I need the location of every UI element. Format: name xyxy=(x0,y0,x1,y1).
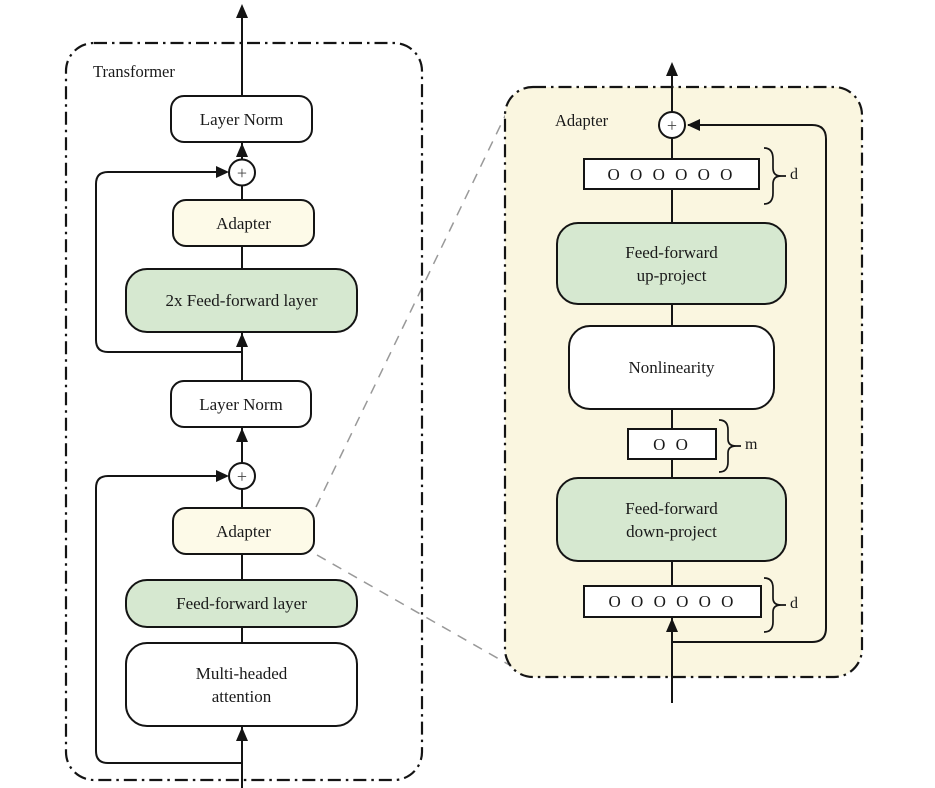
dim-d-top-label: d xyxy=(790,166,798,183)
multi-headed-attention-box: Multi-headed attention xyxy=(125,642,358,727)
nonlinearity-label: Nonlinearity xyxy=(628,358,715,377)
arrow-up-into-layer-norm-top xyxy=(236,143,248,157)
add-circle-icon xyxy=(228,158,256,187)
layer-norm-top-label: Layer Norm xyxy=(199,109,284,129)
add-circle-icon xyxy=(228,462,256,490)
arrow-up-output-left xyxy=(236,4,248,18)
arrow-up-into-ff2x xyxy=(236,333,248,347)
add-node-right: + xyxy=(658,111,686,139)
ff-2x-box: 2x Feed-forward layer xyxy=(125,268,358,333)
brace-d-bottom xyxy=(763,577,786,633)
layer-norm-mid-label: Layer Norm xyxy=(199,394,283,414)
add-circle-icon xyxy=(658,111,686,139)
plus-icon: + xyxy=(237,467,247,487)
arrow-up-into-layer-norm-mid xyxy=(236,428,248,442)
zoom-connector-lines xyxy=(315,113,521,672)
dim-d-bottom-label: d xyxy=(790,595,798,612)
adapter-mid-label: Adapter xyxy=(216,521,271,541)
left-residual-skips xyxy=(95,171,242,764)
adapter-panel-label: Adapter xyxy=(555,111,609,130)
plus-icon: + xyxy=(237,163,247,183)
adapter-top-box: Adapter xyxy=(172,199,315,247)
arrow-left-into-add-right xyxy=(687,119,700,131)
brace-m xyxy=(718,419,741,473)
ff-layer-box: Feed-forward layer xyxy=(125,579,358,628)
hidden-vector-bottom-label: O O O O O O xyxy=(608,592,737,611)
hidden-vector-top-box: O O O O O O xyxy=(583,158,760,190)
bottleneck-vector-label: O O xyxy=(653,434,691,454)
right-residual-skip xyxy=(672,124,827,643)
dim-m-label: m xyxy=(745,436,758,453)
transformer-panel-label: Transformer xyxy=(93,62,175,81)
arrow-right-into-add-top xyxy=(216,166,229,178)
transformer-panel-border xyxy=(64,41,424,782)
dimension-braces xyxy=(718,147,786,633)
layer-norm-mid-box: Layer Norm xyxy=(170,380,312,428)
arrow-up-into-mha xyxy=(236,727,248,741)
arrowheads xyxy=(216,4,700,741)
hidden-vector-top-label: O O O O O O xyxy=(607,164,736,184)
nonlinearity-box: Nonlinearity xyxy=(568,325,775,410)
hidden-vector-bottom-box: O O O O O O xyxy=(583,585,762,618)
zoom-connector-top xyxy=(315,113,507,508)
add-node-left-top: + xyxy=(228,158,256,187)
arrow-up-into-vector-bottom xyxy=(666,618,678,632)
ff-down-project-label: Feed-forward down-project xyxy=(625,498,718,541)
adapter-top-label: Adapter xyxy=(216,213,271,233)
arrow-up-output-right xyxy=(666,62,678,76)
brace-d-top xyxy=(763,147,786,205)
bottleneck-vector-box: O O xyxy=(627,428,717,460)
ff-up-project-box: Feed-forward up-project xyxy=(556,222,787,305)
plus-icon: + xyxy=(667,116,677,136)
ff-down-project-box: Feed-forward down-project xyxy=(556,477,787,562)
ff-up-project-label: Feed-forward up-project xyxy=(625,242,718,285)
ff-2x-label: 2x Feed-forward layer xyxy=(165,291,318,310)
adapter-mid-box: Adapter xyxy=(172,507,315,555)
layer-norm-top-box: Layer Norm xyxy=(170,95,313,143)
add-node-left-bottom: + xyxy=(228,462,256,490)
zoom-connector-bottom xyxy=(316,554,521,672)
multi-headed-attention-label: Multi-headed attention xyxy=(195,663,288,706)
ff-layer-label: Feed-forward layer xyxy=(176,594,307,613)
arrow-right-into-add-mid xyxy=(216,470,229,482)
